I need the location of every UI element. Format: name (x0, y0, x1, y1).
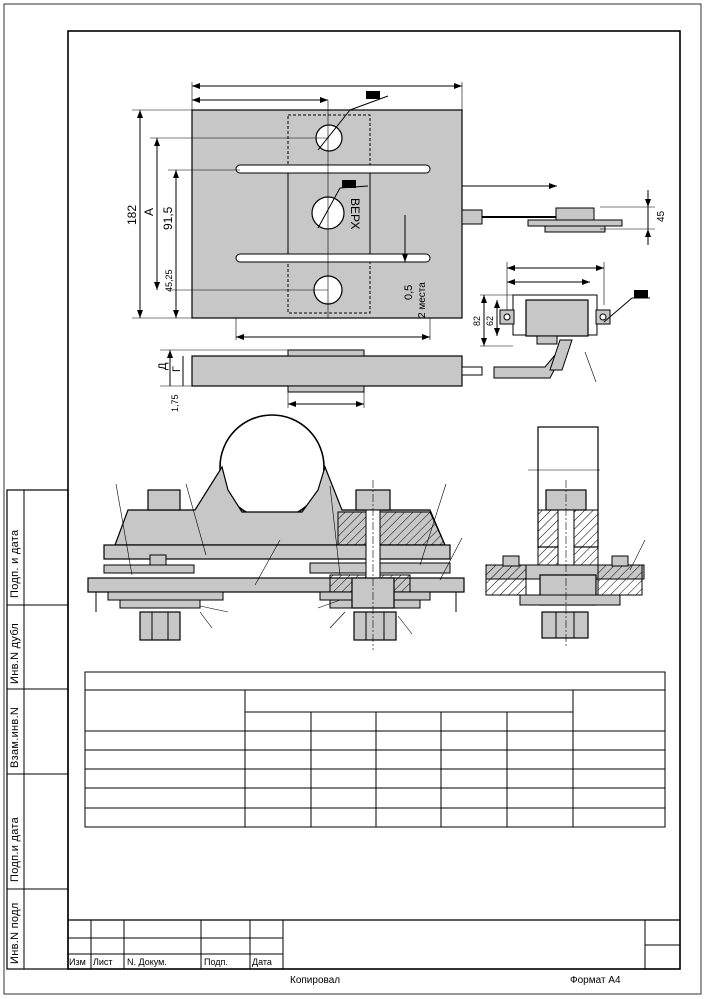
dim-182: 182 (125, 205, 139, 225)
dim-places: 2 места (417, 282, 428, 318)
dim-G: Г (171, 366, 183, 372)
assembly-side (485, 426, 646, 648)
footer-format: Формат А4 (570, 975, 621, 986)
side-stamp-vzam-inv: Взам.инв.N (9, 706, 21, 768)
side-stamp-podp-data-1: Подп. и дата (9, 529, 21, 598)
dim-A: A (142, 208, 156, 216)
side-view: Д Г 1,75 (157, 349, 563, 412)
spec-table (84, 671, 666, 828)
footer-copied: Копировал (290, 975, 341, 986)
tb-izm: Изм (69, 957, 86, 967)
plan-view: 182 A 91,5 45,25 ВЕРХ 0,5 2 места (125, 82, 463, 340)
terminal-detail: 82 62 (472, 262, 650, 383)
title-block-frame (68, 919, 680, 969)
dim-91-5: 91,5 (161, 206, 175, 230)
side-stamp-inv-dubl: Инв.N дубл (9, 622, 21, 684)
connector-detail: 45 (461, 183, 667, 245)
dim-D: Д (157, 362, 169, 370)
tb-data: Дата (252, 957, 272, 967)
tb-podp: Подп. (204, 957, 228, 967)
tb-list: Лист (93, 957, 113, 967)
verkh-label: ВЕРХ (348, 198, 362, 229)
dim-62: 62 (485, 316, 495, 326)
dim-82: 82 (472, 316, 482, 326)
side-stamp-inv-podl: Инв.N подл (9, 902, 21, 964)
dim-0-5: 0,5 (403, 285, 415, 300)
tb-ndokum: N. Докум. (127, 957, 167, 967)
assembly-front (87, 414, 465, 650)
dim-45-25: 45,25 (164, 269, 174, 292)
sheet-trim (3, 3, 702, 995)
dim-45: 45 (656, 210, 667, 222)
side-stamp-podp-data-2: Подп.и дата (9, 816, 21, 882)
dim-1-75: 1,75 (170, 394, 180, 412)
side-stamp-frame (6, 489, 69, 970)
